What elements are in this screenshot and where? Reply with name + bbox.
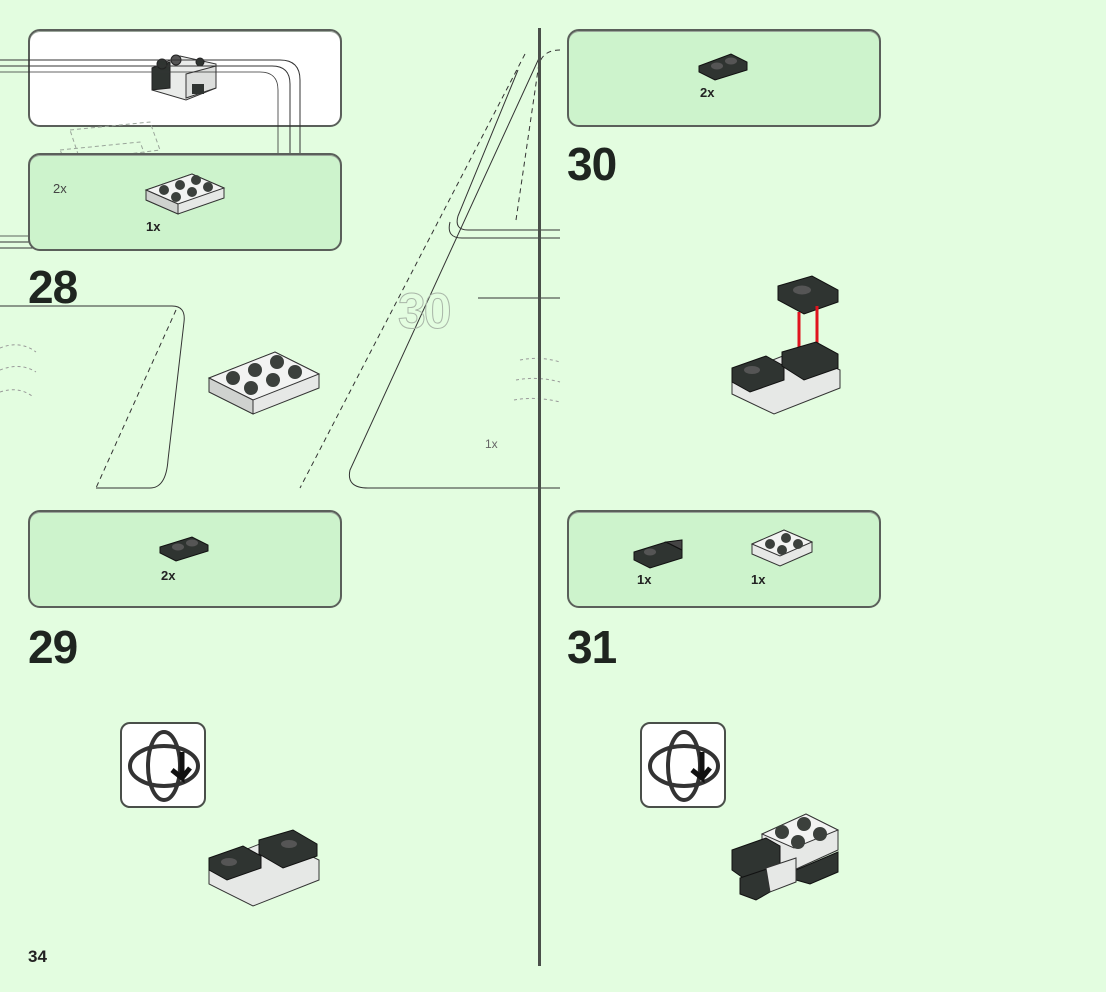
step-30-parts-list — [567, 29, 881, 127]
step-29-rotate-box — [120, 722, 206, 808]
step-31-rotate-box — [640, 722, 726, 808]
faded-ghost-guide-lines — [299, 49, 561, 489]
plate-2x2-light-illustration — [750, 529, 814, 567]
plate-2x3-light-illustration — [144, 173, 226, 215]
step-31-part-1-qty: 1x — [637, 572, 652, 587]
plate-1x2-dark-illustration — [698, 53, 748, 81]
ghost-part-qty: 1x — [485, 437, 498, 451]
plate-1x2-dark-illustration — [159, 536, 209, 562]
slope-dark-illustration — [633, 539, 683, 569]
step-28-guide-lines — [0, 305, 185, 489]
rotate-model-icon — [648, 730, 720, 802]
step-28-result-plate-illustration — [207, 351, 321, 415]
step-30-assembly-illustration — [731, 275, 841, 415]
ghost-step-number: 30 — [398, 283, 453, 340]
step-30-number: 30 — [567, 138, 617, 190]
step-29-number: 29 — [28, 621, 78, 673]
step-28-part-1-qty: 2x — [53, 181, 67, 196]
rotate-model-icon — [128, 730, 200, 802]
step-31-parts-list — [567, 510, 881, 608]
page-number: 34 — [28, 947, 47, 966]
step-28-part-2-qty: 1x — [146, 219, 161, 234]
step-31-part-2-qty: 1x — [751, 572, 766, 587]
step-31-number: 31 — [567, 621, 617, 673]
column-divider — [538, 28, 541, 966]
step-29-part-1-qty: 2x — [161, 568, 176, 583]
step-28-number: 28 — [28, 261, 78, 313]
step-29-result-illustration — [208, 829, 320, 907]
step-31-result-illustration — [731, 813, 840, 901]
step-29-parts-list — [28, 510, 342, 608]
step-30-part-1-qty: 2x — [700, 85, 715, 100]
